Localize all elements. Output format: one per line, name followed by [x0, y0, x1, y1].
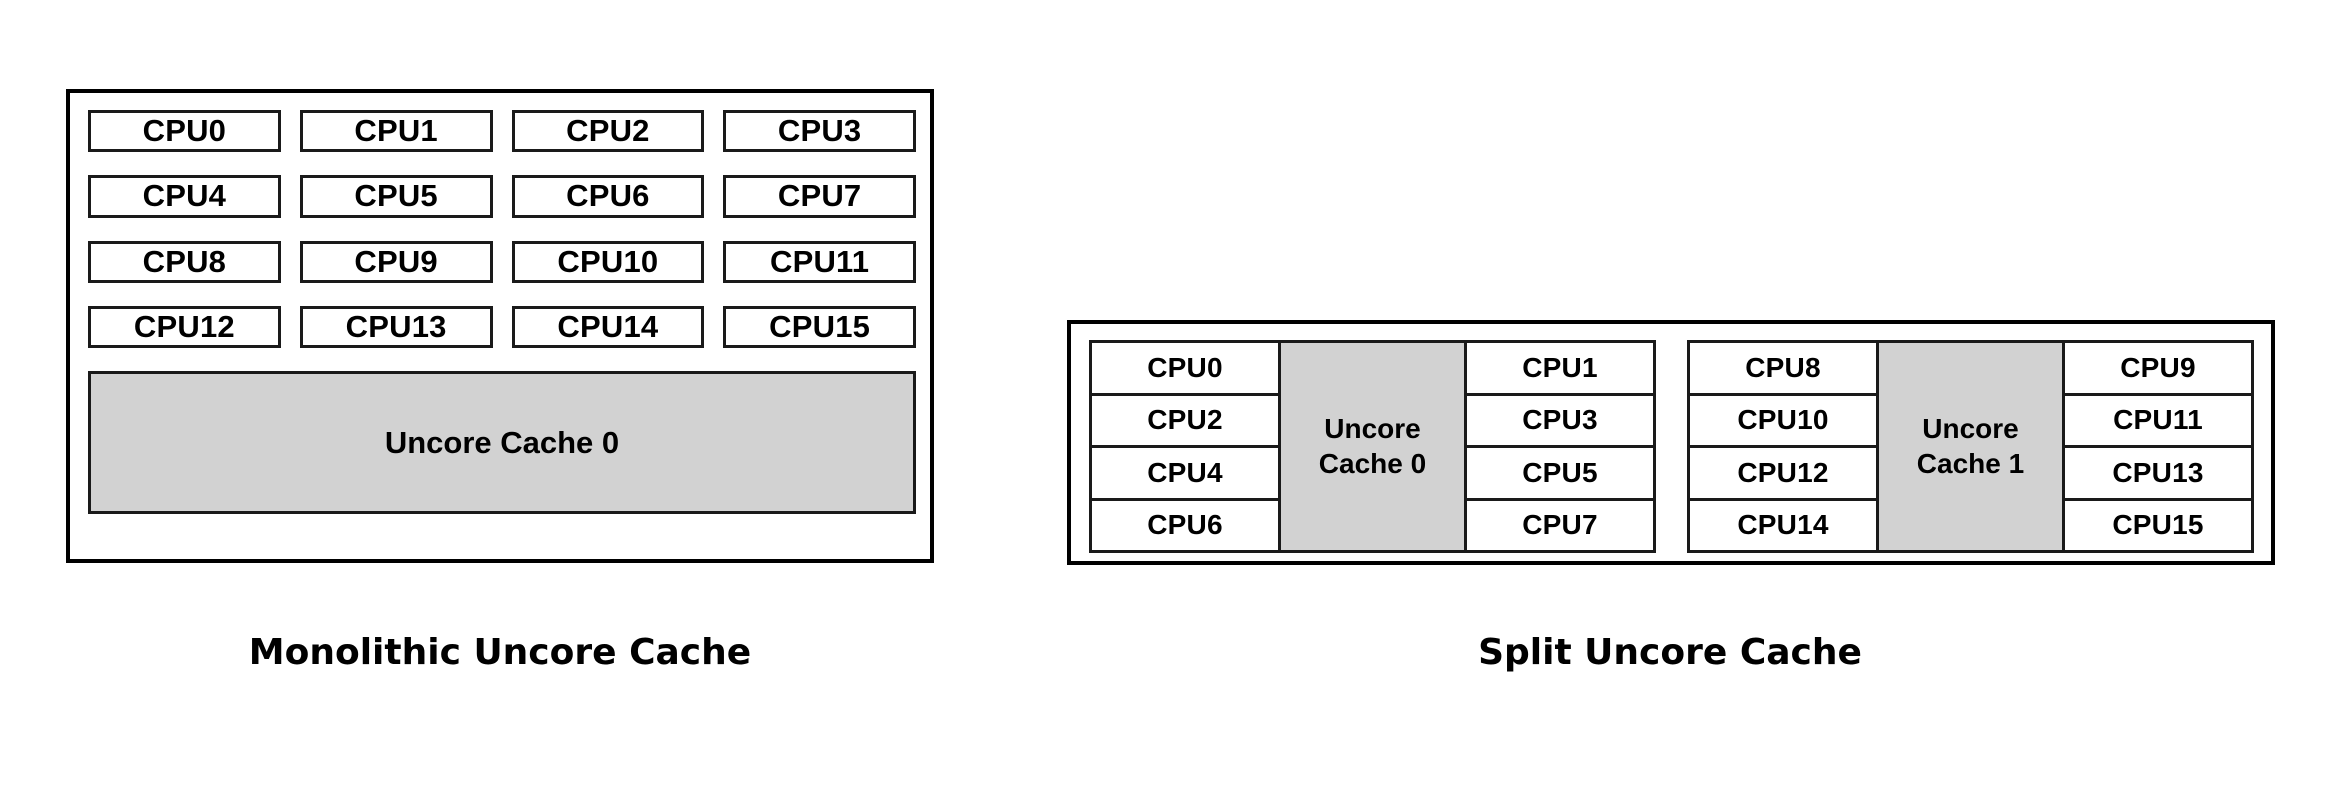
uncore-cache-block: Uncore Cache 0 — [88, 371, 916, 514]
cpu-cell: CPU4 — [1089, 445, 1281, 501]
split-half-0-right-column: CPU1 CPU3 CPU5 CPU7 — [1464, 340, 1656, 553]
cpu-cell: CPU6 — [1089, 497, 1281, 553]
cpu-cell: CPU1 — [1464, 340, 1656, 396]
cpu-cell: CPU3 — [723, 110, 916, 153]
cpu-cell: CPU9 — [2062, 340, 2254, 396]
cpu-cell: CPU6 — [511, 175, 705, 218]
cpu-cell: CPU4 — [88, 175, 281, 218]
uncore-cache-block-0: Uncore Cache 0 — [1278, 340, 1467, 553]
cpu-cell: CPU15 — [2062, 497, 2254, 553]
cpu-cell: CPU1 — [299, 110, 493, 153]
cpu-cell: CPU13 — [2062, 445, 2254, 501]
monolithic-cpu-grid: CPU0 CPU1 CPU2 CPU3 CPU4 CPU5 CPU6 CPU7 … — [88, 110, 916, 348]
cpu-cell: CPU8 — [88, 240, 281, 283]
split-caption: Split Uncore Cache — [1478, 632, 1862, 673]
cpu-cell: CPU3 — [1464, 392, 1656, 448]
cpu-cell: CPU14 — [511, 305, 705, 348]
split-half-1: CPU8 CPU10 CPU12 CPU14 Uncore Cache 1 CP… — [1687, 340, 2260, 553]
split-half-1-left-column: CPU8 CPU10 CPU12 CPU14 — [1687, 340, 1879, 553]
cpu-cell: CPU8 — [1687, 340, 1879, 396]
cpu-cell: CPU7 — [1464, 497, 1656, 553]
split-half-0: CPU0 CPU2 CPU4 CPU6 Uncore Cache 0 CPU1 … — [1089, 340, 1662, 553]
split-half-0-left-column: CPU0 CPU2 CPU4 CPU6 — [1089, 340, 1281, 553]
cpu-cell: CPU2 — [511, 110, 705, 153]
split-half-1-right-column: CPU9 CPU11 CPU13 CPU15 — [2062, 340, 2254, 553]
split-uncore-diagram: CPU0 CPU2 CPU4 CPU6 Uncore Cache 0 CPU1 … — [1067, 320, 2275, 565]
cpu-cell: CPU5 — [299, 175, 493, 218]
cpu-cell: CPU10 — [1687, 392, 1879, 448]
cpu-cell: CPU15 — [723, 305, 916, 348]
cpu-cell: CPU12 — [1687, 445, 1879, 501]
cpu-cell: CPU5 — [1464, 445, 1656, 501]
monolithic-caption: Monolithic Uncore Cache — [248, 632, 752, 673]
cpu-cell: CPU2 — [1089, 392, 1281, 448]
cpu-cell: CPU12 — [88, 305, 281, 348]
cpu-cell: CPU0 — [1089, 340, 1281, 396]
cpu-cell: CPU10 — [511, 240, 705, 283]
cpu-cell: CPU14 — [1687, 497, 1879, 553]
cpu-cell: CPU11 — [723, 240, 916, 283]
cpu-cell: CPU11 — [2062, 392, 2254, 448]
cpu-cell: CPU9 — [299, 240, 493, 283]
monolithic-uncore-diagram: CPU0 CPU1 CPU2 CPU3 CPU4 CPU5 CPU6 CPU7 … — [66, 89, 934, 563]
cpu-cell: CPU0 — [88, 110, 281, 153]
cpu-cell: CPU13 — [299, 305, 493, 348]
cpu-cell: CPU7 — [723, 175, 916, 218]
uncore-cache-block-1: Uncore Cache 1 — [1876, 340, 2065, 553]
